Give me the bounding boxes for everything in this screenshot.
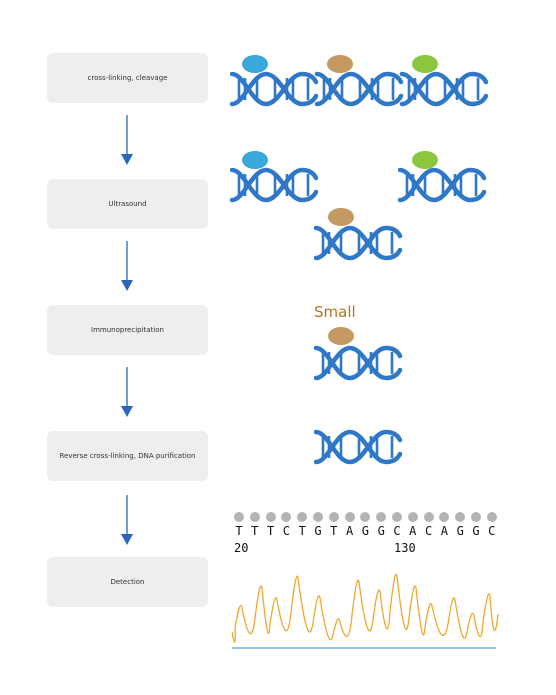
base-dot (471, 512, 481, 522)
base-dot (407, 512, 418, 522)
base-letter: T (330, 524, 338, 538)
base-dot (455, 512, 466, 522)
chromatogram-trace (232, 573, 499, 649)
base-letter: T (251, 524, 259, 538)
down-arrow-icon (121, 241, 133, 291)
step-label: Detection (110, 578, 145, 586)
step-immunoprecipitation-box: Immunoprecipitation (47, 305, 208, 355)
base-dot (249, 512, 260, 522)
base-letter: G (472, 524, 480, 538)
step-label: Reverse cross-linking, DNA purification (59, 452, 196, 460)
base-dot (265, 512, 276, 522)
base-dot (234, 512, 244, 522)
base-dot (281, 512, 292, 522)
base-letter: C (488, 524, 496, 538)
base-dot (392, 512, 402, 522)
down-arrow-icon (121, 115, 133, 165)
step-label: Immunoprecipitation (91, 326, 164, 334)
position-label: 130 (394, 541, 416, 555)
dna-fragment-green-icon (398, 151, 487, 203)
position-label: 20 (234, 541, 249, 555)
dna-purified-icon (314, 429, 403, 465)
base-letter: T (298, 524, 306, 538)
dna-fragment-bound-icon (314, 327, 403, 381)
down-arrow-icon (121, 495, 133, 545)
step-reverse-crosslinking-box: Reverse cross-linking, DNA purification (47, 431, 208, 481)
base-letter: G (361, 524, 369, 538)
base-letter: A (440, 524, 448, 538)
base-letter: C (424, 524, 433, 538)
base-dot (297, 512, 308, 522)
base-dot (486, 512, 497, 522)
down-arrow-icon (121, 367, 133, 417)
base-dot (360, 512, 371, 522)
base-letter: A (345, 524, 354, 538)
base-letter: G (456, 524, 464, 538)
chromatin-long-icon (230, 55, 489, 107)
step-detection-box: Detection (47, 557, 208, 607)
base-dot (313, 512, 323, 522)
dna-fragment-blue-icon (230, 151, 319, 203)
small-label: Small (314, 303, 356, 321)
base-dot (439, 512, 450, 522)
step-label: Ultrasound (108, 200, 147, 208)
base-letter: G (377, 524, 385, 538)
base-letter: C (282, 524, 290, 538)
base-dot (376, 512, 387, 522)
base-letter: T (266, 524, 275, 538)
base-letter: A (409, 524, 417, 538)
dna-fragment-tan-icon (314, 208, 403, 261)
base-letter: C (393, 524, 401, 538)
step-ultrasound-box: Ultrasound (47, 179, 208, 229)
base-dot (344, 512, 355, 522)
base-dot (423, 512, 434, 522)
step-crosslinking-box: cross-linking, cleavage (47, 53, 208, 103)
base-letter: T (235, 524, 243, 538)
base-dot (328, 512, 339, 522)
base-letter: G (314, 524, 322, 538)
step-label: cross-linking, cleavage (87, 74, 168, 82)
